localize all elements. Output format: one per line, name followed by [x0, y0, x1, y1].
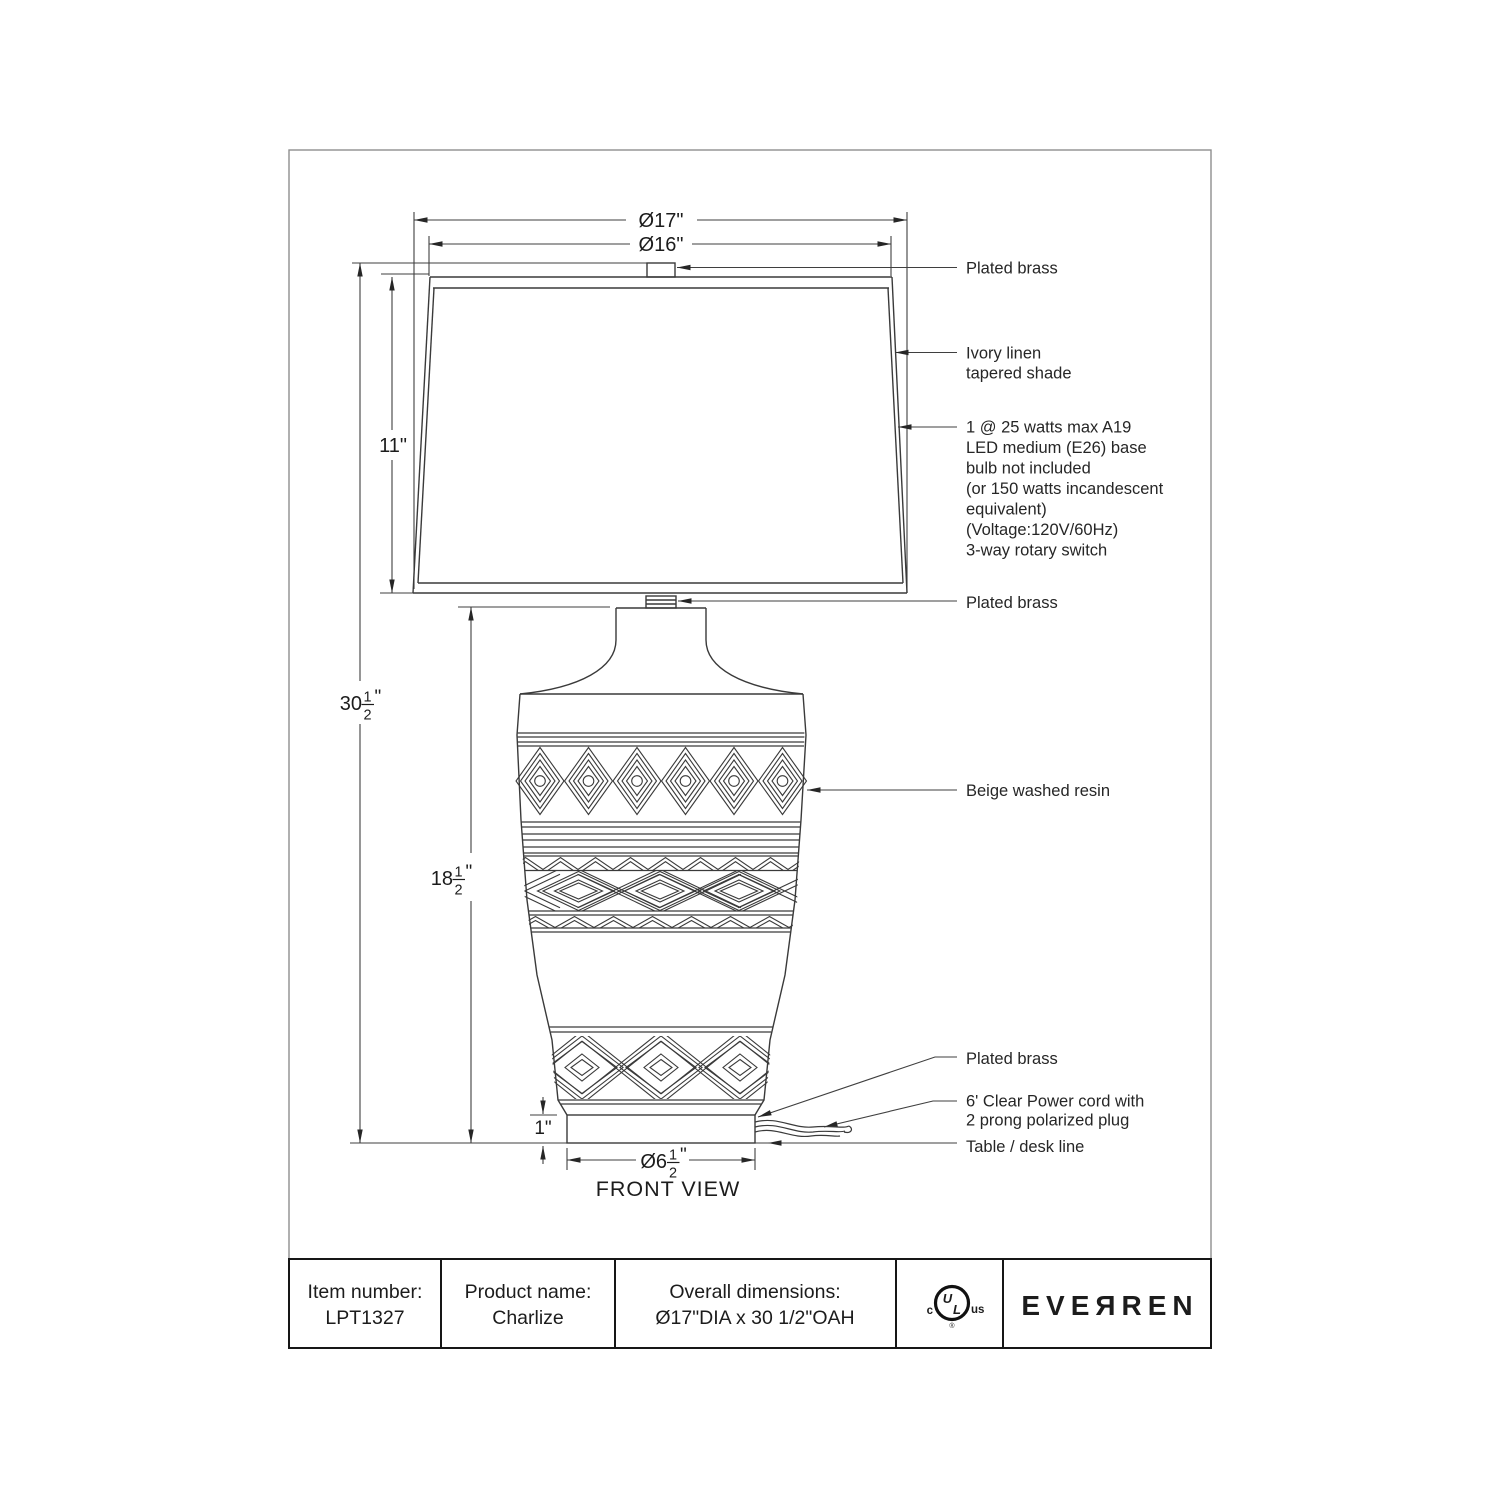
view-label: FRONT VIEW — [596, 1177, 741, 1201]
brand-logo: EVEЯREN — [1021, 1290, 1198, 1321]
svg-text:c: c — [927, 1305, 934, 1317]
diamond-x-band — [523, 871, 799, 911]
svg-text:": " — [680, 1145, 687, 1166]
ul-listed-icon: U L c us ® — [927, 1284, 984, 1330]
lamp-shade — [412, 262, 908, 609]
callout-cord-line2: 2 prong polarized plug — [966, 1112, 1129, 1130]
svg-text:®: ® — [949, 1322, 955, 1330]
svg-text:30: 30 — [340, 693, 362, 715]
callout-table-line: Table / desk line — [966, 1138, 1084, 1156]
svg-text:": " — [375, 687, 382, 708]
callout-labels: Plated brass Ivory linen tapered shade 1… — [966, 260, 1164, 1157]
dim-base-dia: Ø6 1 2 " — [640, 1145, 686, 1182]
lamp-base — [566, 1114, 756, 1144]
callout-bulb-1: LED medium (E26) base — [966, 439, 1147, 457]
callout-bulb-6: 3-way rotary switch — [966, 542, 1107, 560]
svg-text:18: 18 — [431, 868, 453, 890]
dimension-arrowheads — [357, 217, 912, 1163]
finial — [646, 262, 676, 278]
power-cord — [754, 1119, 853, 1138]
dim-shade-top-dia: Ø16" — [639, 234, 684, 256]
dim-body-height: 18 1 2 " — [431, 862, 473, 899]
body-band-lines — [517, 732, 805, 1105]
zigzag-row-top — [522, 856, 800, 871]
callout-bulb-0: 1 @ 25 watts max A19 — [966, 419, 1131, 437]
bottom-diamond-band — [550, 1036, 772, 1099]
callout-shade-line1: Ivory linen — [966, 345, 1041, 363]
dimension-labels: Ø17" Ø16" 11" 30 1 2 " 18 1 2 " 1" Ø6 1 … — [340, 210, 687, 1182]
svg-text:Ø6: Ø6 — [640, 1151, 667, 1173]
callout-bulb-3: (or 150 watts incandescent — [966, 480, 1164, 498]
svg-text:1: 1 — [669, 1148, 677, 1164]
svg-text:L: L — [953, 1302, 961, 1317]
item-number-value: LPT1327 — [325, 1307, 404, 1329]
neck-spacer — [645, 595, 677, 609]
svg-text:2: 2 — [669, 1166, 677, 1182]
callout-body-material: Beige washed resin — [966, 782, 1110, 800]
svg-text:1: 1 — [363, 690, 371, 706]
lamp-body — [516, 607, 807, 1144]
callout-bulb-4: equivalent) — [966, 501, 1047, 519]
svg-text:": " — [466, 862, 473, 883]
svg-text:U: U — [943, 1291, 953, 1306]
callout-plated-brass-mid: Plated brass — [966, 594, 1058, 612]
title-block: Item number: LPT1327 Product name: Charl… — [288, 1258, 1212, 1349]
callout-cord-line1: 6' Clear Power cord with — [966, 1093, 1144, 1111]
product-name-value: Charlize — [492, 1307, 564, 1329]
overall-dims-label: Overall dimensions: — [669, 1281, 840, 1303]
dim-base-height: 1" — [534, 1118, 551, 1139]
dim-shade-bottom-dia: Ø17" — [639, 210, 684, 232]
dim-overall-height: 30 1 2 " — [340, 687, 382, 724]
product-name-label: Product name: — [465, 1281, 592, 1303]
overall-dims-value: Ø17"DIA x 30 1/2"OAH — [655, 1307, 854, 1329]
zigzag-row-bottom — [528, 915, 794, 929]
svg-text:2: 2 — [363, 708, 371, 724]
callout-plated-brass-base: Plated brass — [966, 1050, 1058, 1068]
svg-text:2: 2 — [454, 883, 462, 899]
svg-text:us: us — [971, 1304, 984, 1316]
dimension-lines — [350, 212, 957, 1170]
item-number-label: Item number: — [308, 1281, 423, 1303]
callout-bulb-2: bulb not included — [966, 460, 1091, 478]
large-diamond-band — [515, 746, 808, 816]
callout-shade-line2: tapered shade — [966, 365, 1072, 383]
callout-plated-brass-top: Plated brass — [966, 260, 1058, 278]
dim-shade-height: 11" — [379, 435, 407, 457]
callout-bulb-5: (Voltage:120V/60Hz) — [966, 521, 1118, 539]
svg-text:1: 1 — [454, 865, 462, 881]
